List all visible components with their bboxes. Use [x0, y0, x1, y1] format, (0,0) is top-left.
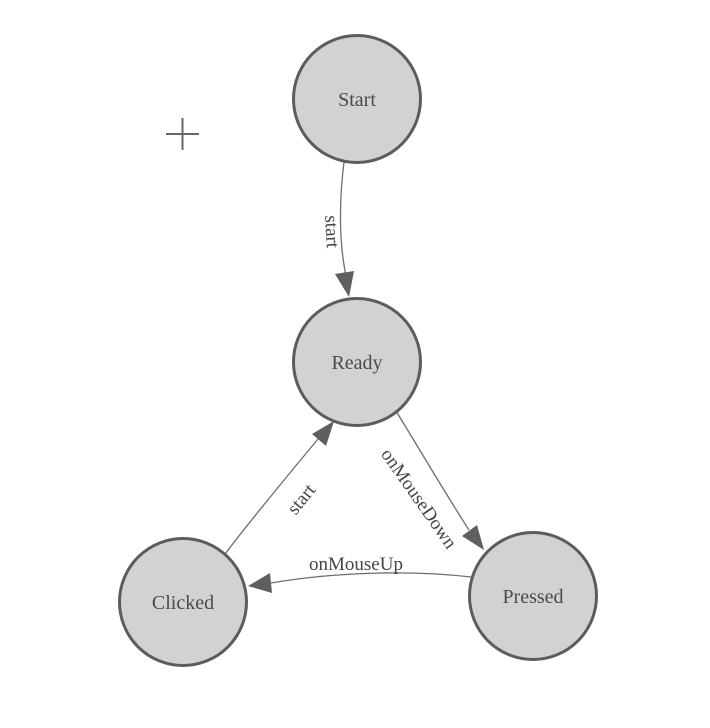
arrowhead-icon — [335, 271, 354, 297]
state-node-ready[interactable]: Ready — [292, 297, 422, 427]
state-node-ready-label: Ready — [331, 352, 382, 374]
state-node-pressed[interactable]: Pressed — [468, 531, 598, 661]
state-node-start[interactable]: Start — [292, 34, 422, 164]
edge-pressed-to-clicked[interactable]: onMouseUp — [248, 554, 472, 593]
state-node-clicked-label: Clicked — [152, 592, 214, 614]
edge-label-clicked-to-ready: start — [283, 480, 320, 519]
edge-ready-to-pressed[interactable]: onMouseDown — [376, 410, 484, 553]
state-node-pressed-label: Pressed — [502, 586, 563, 608]
edge-clicked-to-ready-line[interactable] — [224, 438, 319, 555]
edge-label-pressed-to-clicked: onMouseUp — [309, 554, 403, 575]
arrowhead-icon — [248, 573, 272, 593]
edge-ready-to-pressed-line[interactable] — [395, 410, 470, 531]
state-node-start-circle[interactable] — [292, 34, 422, 164]
state-node-pressed-circle[interactable] — [468, 531, 598, 661]
edge-label-start-to-ready: start — [320, 215, 343, 249]
edge-start-to-ready[interactable]: start — [320, 161, 354, 297]
state-node-start-label: Start — [338, 89, 376, 111]
arrowhead-icon — [462, 525, 484, 550]
edge-clicked-to-ready[interactable]: start — [224, 421, 334, 555]
edge-label-ready-to-pressed: onMouseDown — [376, 445, 461, 553]
crosshair-icon — [166, 118, 199, 150]
state-node-clicked[interactable]: Clicked — [118, 537, 248, 667]
arrowhead-icon — [312, 421, 334, 446]
edge-pressed-to-clicked-line[interactable] — [270, 572, 472, 584]
state-node-clicked-circle[interactable] — [118, 537, 248, 667]
state-node-ready-circle[interactable] — [292, 297, 422, 427]
edge-start-to-ready-line[interactable] — [339, 161, 347, 277]
